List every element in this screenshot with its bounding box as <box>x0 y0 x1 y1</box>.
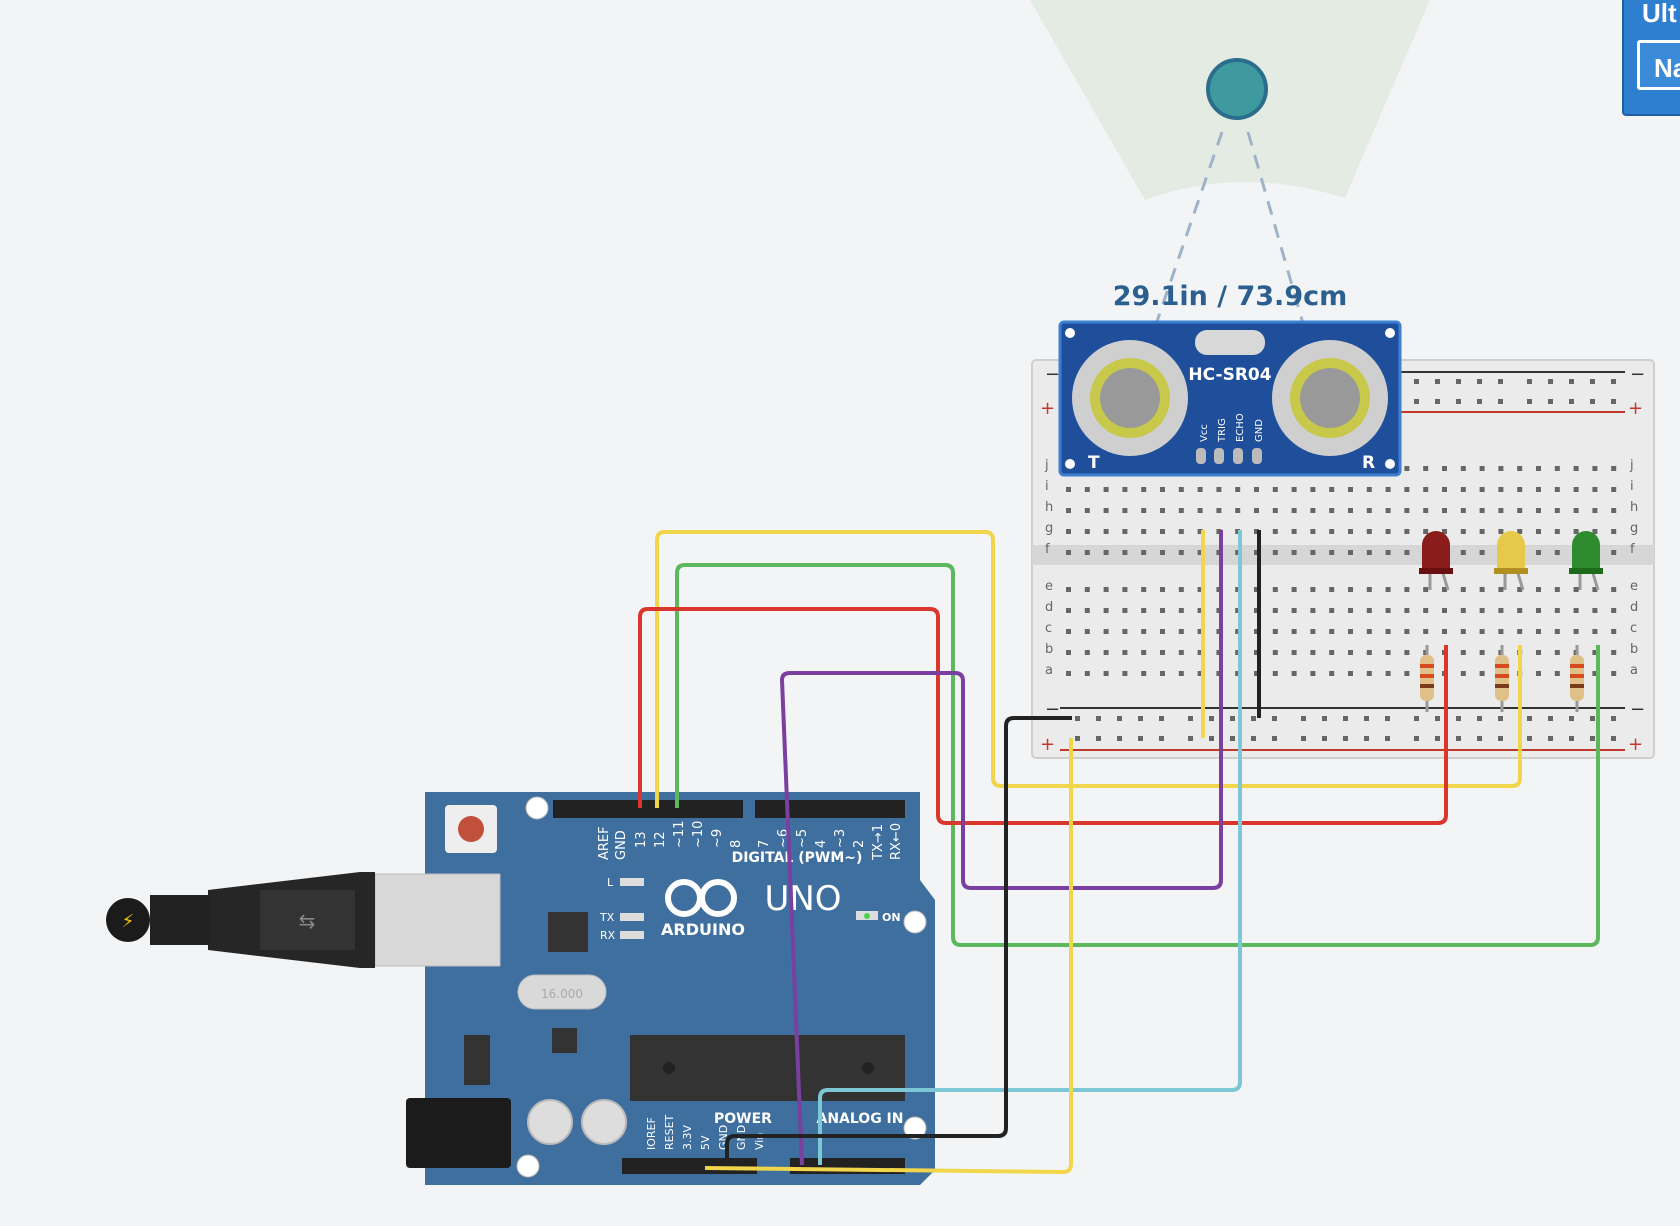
svg-text:e: e <box>1630 579 1638 594</box>
svg-text:GND: GND <box>1254 419 1265 442</box>
sensor-pin-labels: Vcc TRIG ECHO GND <box>1199 413 1265 443</box>
svg-text:RESET: RESET <box>663 1114 676 1150</box>
ultrasonic-sensor[interactable]: HC-SR04 T R Vcc TRIG ECHO GND <box>1058 320 1402 477</box>
receiver-mark: R <box>1362 453 1375 473</box>
svg-text:~9: ~9 <box>710 829 725 848</box>
resistor-3[interactable] <box>1570 645 1584 712</box>
reset-button[interactable] <box>458 816 484 842</box>
svg-text:g: g <box>1045 521 1053 536</box>
sensor-model-label: HC-SR04 <box>1188 365 1271 385</box>
svg-text:2: 2 <box>852 840 867 848</box>
svg-text:−: − <box>1045 699 1060 720</box>
breadboard-rail-signs: − + − + − + − + <box>1040 364 1645 755</box>
transmitter-mark: T <box>1088 453 1100 473</box>
led-l-label: L <box>607 876 614 889</box>
led-green[interactable] <box>1569 531 1603 591</box>
svg-text:−: − <box>1630 364 1645 385</box>
distance-readout: 29.1in / 73.9cm <box>1113 281 1348 312</box>
svg-text:c: c <box>1045 621 1052 636</box>
svg-text:b: b <box>1045 642 1053 657</box>
svg-text:IOREF: IOREF <box>645 1117 658 1150</box>
svg-text:TX→1: TX→1 <box>871 824 886 861</box>
crystal-label: 16.000 <box>541 987 583 1001</box>
svg-text:RX←0: RX←0 <box>889 823 904 860</box>
svg-text:j: j <box>1629 458 1634 473</box>
svg-text:f: f <box>1045 542 1050 557</box>
svg-text:+: + <box>1628 398 1643 419</box>
arduino-uno-board[interactable]: 16.000 ARDUINO UNO DIGITAL (PWM~) POWER … <box>406 792 935 1185</box>
svg-text:d: d <box>1630 600 1638 615</box>
svg-text:~3: ~3 <box>833 829 848 848</box>
target-object-handle[interactable] <box>1206 58 1268 120</box>
svg-text:d: d <box>1045 600 1053 615</box>
svg-text:j: j <box>1044 458 1049 473</box>
wire-red-pin13 <box>638 607 1448 825</box>
wire-cyan-analog <box>818 530 1242 1165</box>
svg-text:−: − <box>1045 364 1060 385</box>
svg-text:Vcc: Vcc <box>1199 424 1210 442</box>
svg-text:~10: ~10 <box>691 821 706 848</box>
svg-text:13: 13 <box>634 831 649 848</box>
usb-cable[interactable]: ⚡ ⇆ <box>106 872 501 968</box>
svg-text:a: a <box>1630 663 1638 678</box>
svg-text:5V: 5V <box>699 1135 712 1150</box>
component-panel: Ult Na <box>1622 0 1680 116</box>
power-label: POWER <box>714 1111 772 1127</box>
svg-text:8: 8 <box>729 840 744 848</box>
svg-text:a: a <box>1045 663 1053 678</box>
name-field-button[interactable]: Na <box>1637 40 1680 90</box>
svg-text:e: e <box>1045 579 1053 594</box>
svg-text:12: 12 <box>653 831 668 848</box>
svg-text:f: f <box>1630 542 1635 557</box>
led-red[interactable] <box>1419 531 1453 591</box>
name-field-label: Na <box>1654 53 1680 83</box>
analog-in-label: ANALOG IN <box>816 1111 903 1127</box>
resistor-1[interactable] <box>1420 645 1434 712</box>
led-yellow[interactable] <box>1494 531 1528 591</box>
wire-yellow-5v <box>704 738 1073 1174</box>
svg-text:b: b <box>1630 642 1638 657</box>
wire-yellow-pin12 <box>655 530 1522 808</box>
svg-text:4: 4 <box>814 840 829 848</box>
led-tx-label: TX <box>599 911 615 924</box>
wire-green-pin11 <box>675 563 1600 947</box>
svg-text:h: h <box>1630 500 1638 515</box>
svg-text:~5: ~5 <box>795 829 810 848</box>
digital-pin-labels: AREF GND 13 12 ~11 ~10 ~9 8 7 ~6 ~5 4 ~3… <box>597 821 904 861</box>
breadboard-row-letters: j i h g f e d c b a j i h g f e d c b a <box>1044 458 1638 678</box>
wires[interactable] <box>638 530 1600 1174</box>
svg-text:i: i <box>1630 479 1634 494</box>
svg-text:c: c <box>1630 621 1637 636</box>
svg-text:h: h <box>1045 500 1053 515</box>
board-brand: ARDUINO <box>661 920 745 939</box>
svg-text:3.3V: 3.3V <box>681 1125 694 1150</box>
svg-text:TRIG: TRIG <box>1217 418 1228 443</box>
svg-text:+: + <box>1040 398 1055 419</box>
svg-text:GND: GND <box>614 830 629 860</box>
svg-text:i: i <box>1045 479 1049 494</box>
power-led <box>864 913 870 919</box>
svg-text:ECHO: ECHO <box>1235 413 1246 442</box>
svg-text:−: − <box>1630 699 1645 720</box>
power-on-label: ON <box>882 911 901 924</box>
svg-text:7: 7 <box>757 840 772 848</box>
svg-text:AREF: AREF <box>597 826 612 860</box>
wire-black-gnd <box>725 716 1072 1165</box>
svg-text:+: + <box>1040 734 1055 755</box>
resistor-2[interactable] <box>1495 645 1509 712</box>
usb-bolt-icon: ⚡ <box>122 911 135 932</box>
digital-header-label: DIGITAL (PWM~) <box>732 850 863 866</box>
usb-symbol-icon: ⇆ <box>299 909 316 933</box>
svg-text:~11: ~11 <box>672 821 687 848</box>
svg-text:+: + <box>1628 734 1643 755</box>
board-model: UNO <box>764 879 841 919</box>
wire-purple-analog <box>780 530 1223 1166</box>
led-rx-label: RX <box>600 929 616 942</box>
component-panel-title: Ult <box>1642 0 1677 28</box>
svg-text:g: g <box>1630 521 1638 536</box>
